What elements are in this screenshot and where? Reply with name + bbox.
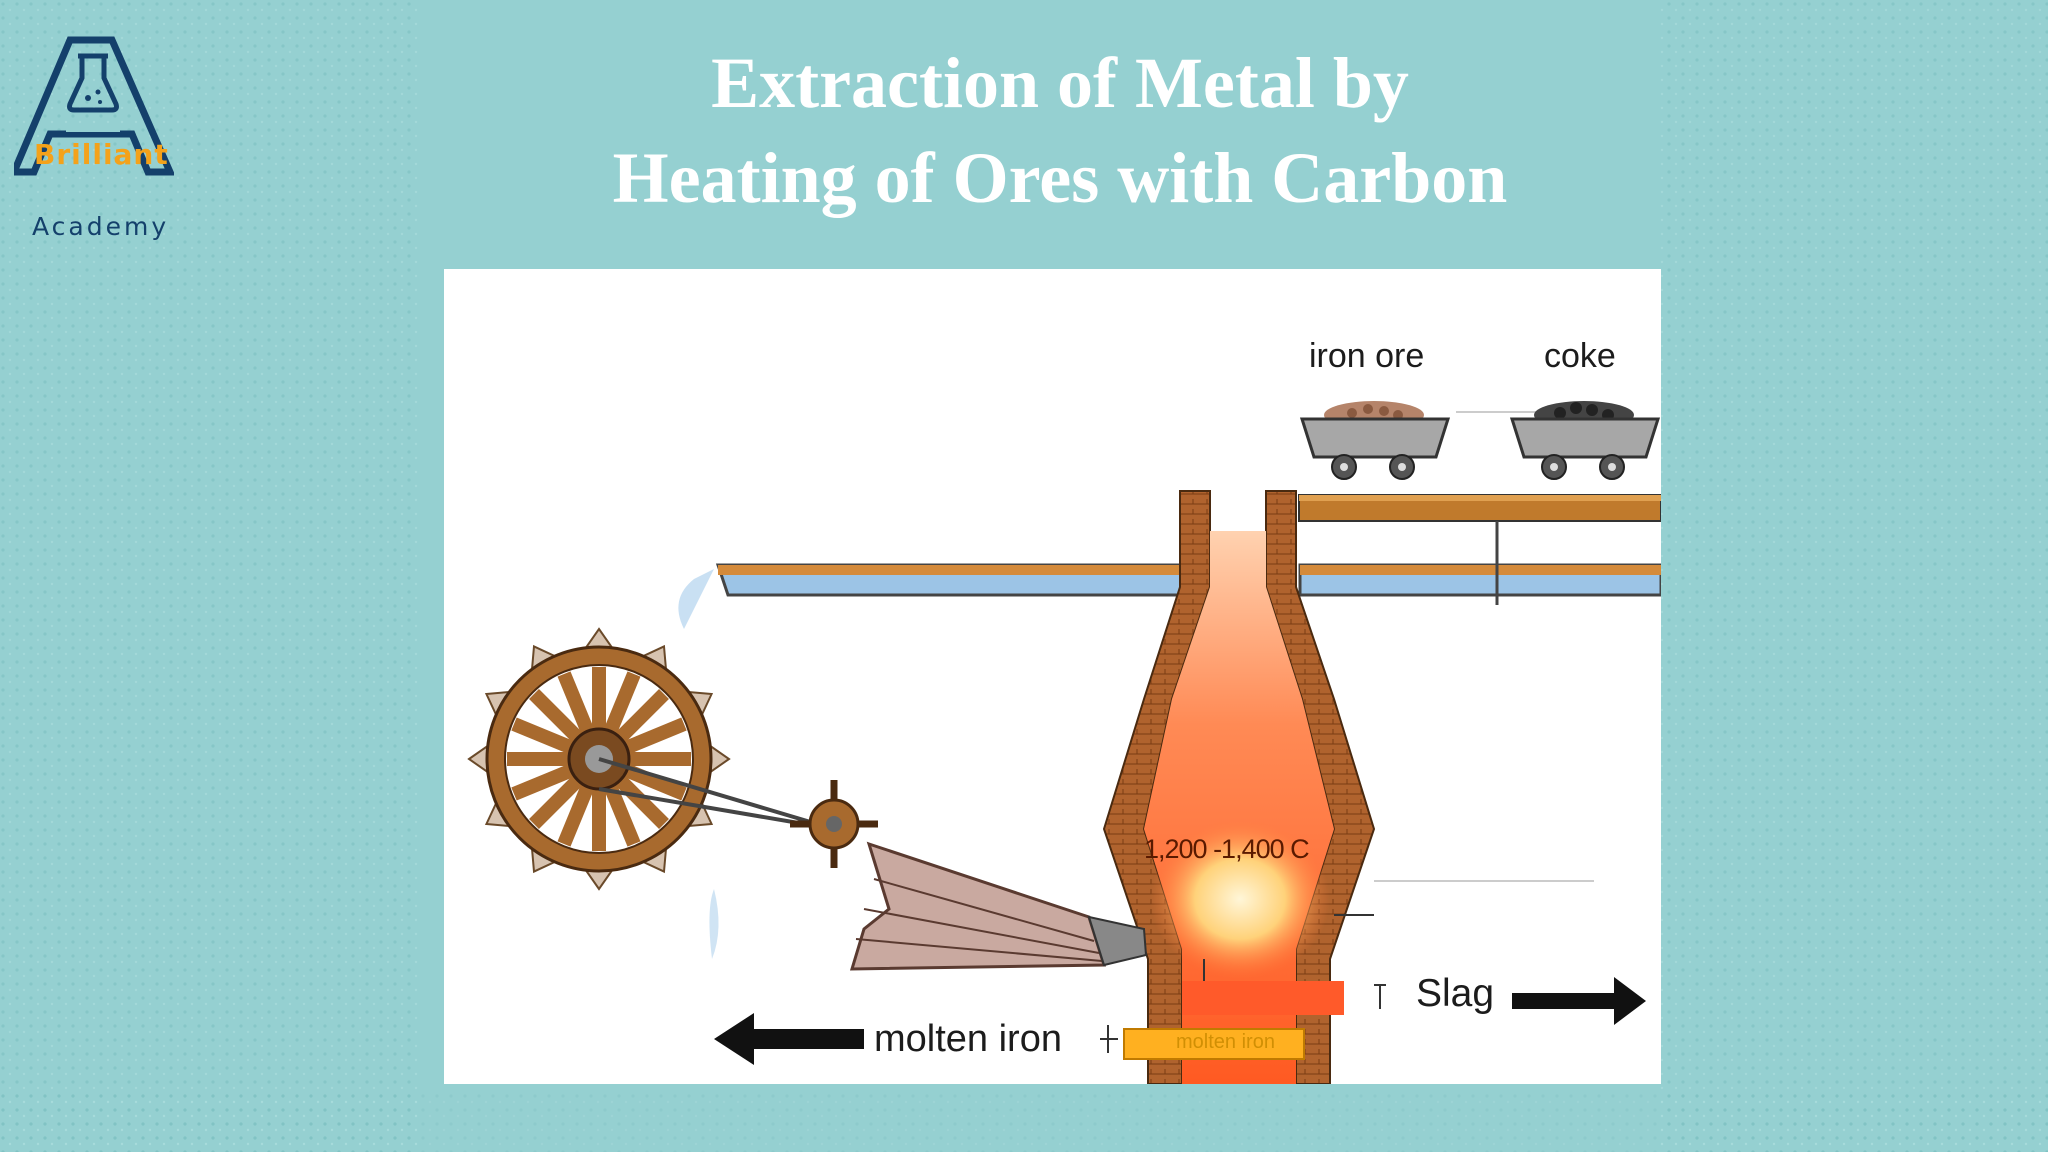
blast-furnace-diagram: iron ore coke 1,200 -1,400 C Slag molten…	[444, 269, 1661, 1084]
label-iron-ore: iron ore	[1309, 337, 1425, 375]
bellows-icon	[849, 841, 1148, 971]
slide-title: Extraction of Metal by Heating of Ores w…	[420, 36, 1700, 226]
label-molten-iron-inner: molten iron	[1176, 1031, 1275, 1053]
molten-iron-pool	[1123, 1028, 1305, 1060]
arrow-right-icon	[1512, 977, 1646, 1025]
label-coke: coke	[1544, 337, 1616, 375]
ore-cart-icon	[1299, 401, 1451, 480]
gear-icon	[790, 780, 878, 868]
label-slag: Slag	[1416, 972, 1495, 1015]
brand-name-bottom: Academy	[32, 212, 170, 241]
label-molten-iron: molten iron	[874, 1018, 1062, 1060]
furnace-shell	[1102, 490, 1376, 1084]
flask-a-icon	[8, 36, 176, 176]
furnace-illustration	[467, 401, 1661, 1084]
slag-layer	[1182, 959, 1344, 1015]
title-line-2: Heating of Ores with Carbon	[612, 138, 1508, 218]
brand-name-top: Brilliant	[34, 138, 169, 171]
air-pipe	[715, 521, 1661, 605]
coke-cart-icon	[1509, 401, 1661, 480]
brand-logo: Brilliant Academy	[8, 34, 176, 241]
label-temperature: 1,200 -1,400 C	[1144, 834, 1310, 864]
charging-bridge	[1298, 494, 1661, 522]
title-line-1: Extraction of Metal by	[711, 43, 1409, 123]
arrow-left-icon	[714, 1013, 864, 1065]
